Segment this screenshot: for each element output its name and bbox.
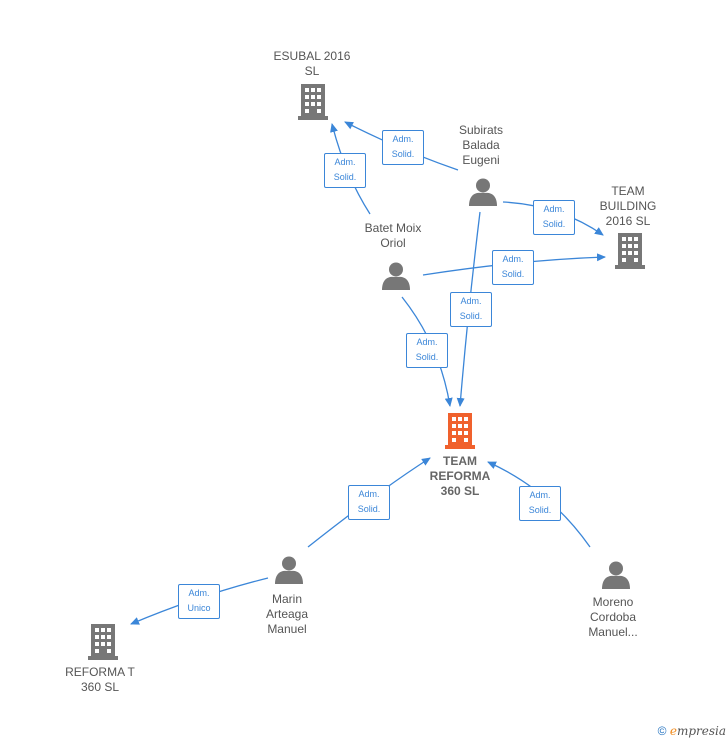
edge-label-marin-reforma-t: Adm. Unico xyxy=(178,584,220,619)
person-icon[interactable] xyxy=(382,262,410,290)
building-icon[interactable] xyxy=(615,233,645,269)
node-label-team-reforma[interactable]: TEAM REFORMA 360 SL xyxy=(429,454,491,498)
node-label-batet[interactable]: Batet Moix Oriol xyxy=(364,221,422,250)
edge-label-subirats-team-building: Adm. Solid. xyxy=(533,200,575,235)
person-icon[interactable] xyxy=(275,556,303,584)
edge-label-batet-team-building: Adm. Solid. xyxy=(492,250,534,285)
edge-label-batet-esubal: Adm. Solid. xyxy=(324,153,366,188)
building-icon[interactable] xyxy=(88,624,118,660)
brand-logo-text: mpresia xyxy=(676,724,726,738)
building-icon[interactable] xyxy=(445,413,475,449)
person-icon[interactable] xyxy=(602,561,630,589)
brand-logo-e: e xyxy=(669,724,677,738)
edge-label-marin-team-reforma: Adm. Solid. xyxy=(348,485,390,520)
brand-footer: © empresia xyxy=(658,724,726,738)
edge-label-subirats-team-reforma: Adm. Solid. xyxy=(450,292,492,327)
node-label-subirats[interactable]: Subirats Balada Eugeni xyxy=(458,123,504,167)
edge-label-moreno-team-reforma: Adm. Solid. xyxy=(519,486,561,521)
edge-label-batet-team-reforma: Adm. Solid. xyxy=(406,333,448,368)
edge-label-subirats-esubal: Adm. Solid. xyxy=(382,130,424,165)
node-label-moreno[interactable]: Moreno Cordoba Manuel... xyxy=(588,595,638,639)
person-icon[interactable] xyxy=(469,178,497,206)
node-label-marin[interactable]: Marin Arteaga Manuel xyxy=(265,592,309,636)
node-label-reforma-t[interactable]: REFORMA T 360 SL xyxy=(65,665,135,694)
copyright-icon: © xyxy=(657,724,667,738)
node-label-esubal[interactable]: ESUBAL 2016 SL xyxy=(273,49,351,78)
building-icon[interactable] xyxy=(298,84,328,120)
node-label-team-building[interactable]: TEAM BUILDING 2016 SL xyxy=(599,184,657,228)
